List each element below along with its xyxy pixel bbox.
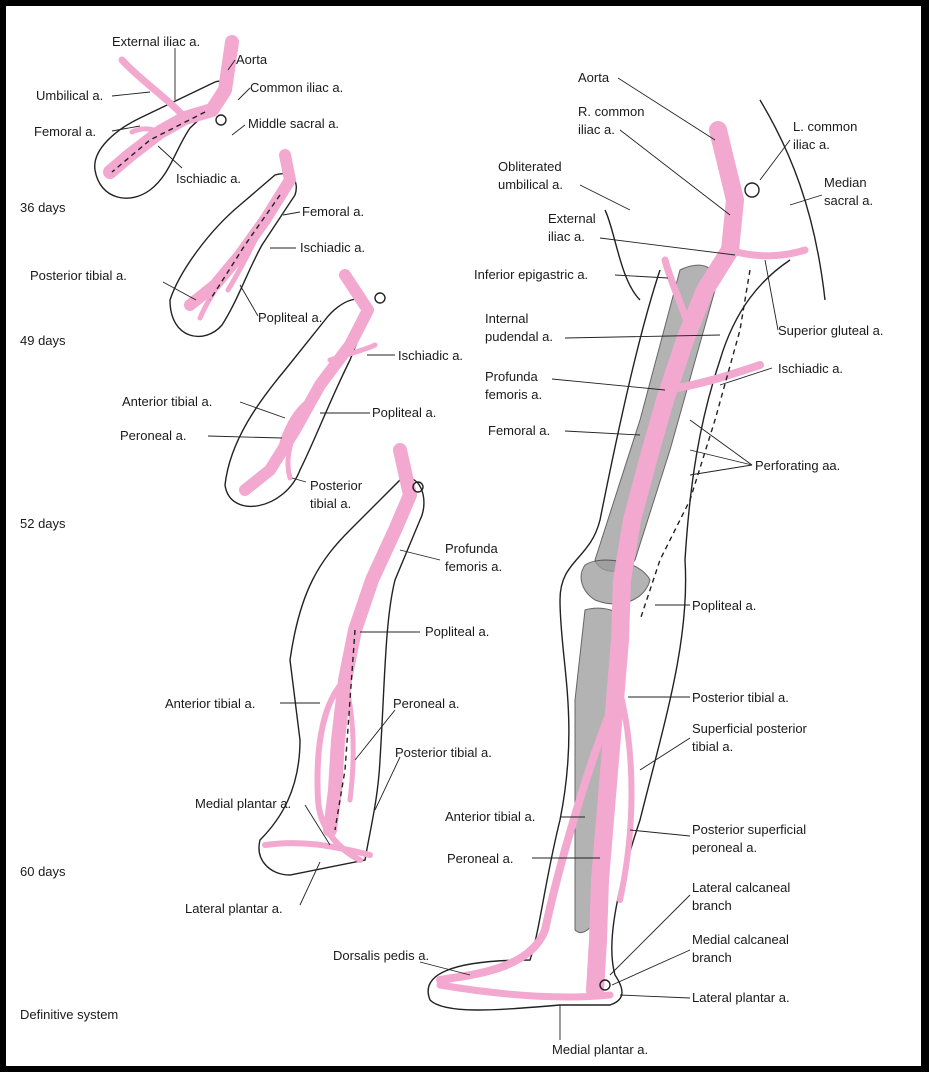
figure-panel: 36 days 49 days 52 days 60 days Definiti… [6,6,921,1066]
label-52-peroneal: Peroneal a. [120,428,187,443]
label-36-femoral: Femoral a. [34,124,96,139]
label-def-obliterated-umbilical-l1: Obliterated [498,159,562,174]
label-60-medial-plantar: Medial plantar a. [195,796,291,811]
label-def-l-common-iliac-l2: iliac a. [793,137,830,152]
label-def-obliterated-umbilical-l2: umbilical a. [498,177,563,192]
label-def-ischiadic: Ischiadic a. [778,361,843,376]
label-def-perforating: Perforating aa. [755,458,840,473]
label-def-external-iliac-l2: iliac a. [548,229,585,244]
label-def-superficial-posterior-tibial-l1: Superficial posterior [692,721,808,736]
label-def-medial-calcaneal-l1: Medial calcaneal [692,932,789,947]
stage-label-52-days: 52 days [20,516,66,531]
label-def-internal-pudendal-l2: pudendal a. [485,329,553,344]
label-def-external-iliac-l1: External [548,211,596,226]
artery-36-umbilical [122,60,185,118]
stage-label-60-days: 60 days [20,864,66,879]
label-36-external-iliac: External iliac a. [112,34,200,49]
stage-label-36-days: 36 days [20,200,66,215]
label-def-femoral: Femoral a. [488,423,550,438]
label-52-ischiadic: Ischiadic a. [398,348,463,363]
stage-60-days-drawing [259,450,424,875]
artery-60-plantar [265,843,370,855]
label-def-dorsalis-pedis: Dorsalis pedis a. [333,948,429,963]
label-36-common-iliac: Common iliac a. [250,80,343,95]
label-def-profunda-l1: Profunda [485,369,539,384]
label-60-peroneal: Peroneal a. [393,696,460,711]
label-60-lateral-plantar: Lateral plantar a. [185,901,283,916]
label-52-popliteal: Popliteal a. [372,405,436,420]
limb-artery-diagram: 36 days 49 days 52 days 60 days Definiti… [6,6,921,1066]
label-def-l-common-iliac-l1: L. common [793,119,857,134]
label-49-ischiadic: Ischiadic a. [300,240,365,255]
sacral-vessel-36 [216,115,226,125]
label-def-internal-pudendal-l1: Internal [485,311,528,326]
label-def-superficial-posterior-tibial-l2: tibial a. [692,739,733,754]
label-def-superior-gluteal: Superior gluteal a. [778,323,884,338]
label-def-lateral-calcaneal-l1: Lateral calcaneal [692,880,790,895]
label-def-median-sacral-l2: sacral a. [824,193,873,208]
label-49-posterior-tibial: Posterior tibial a. [30,268,127,283]
label-def-r-common-iliac-l2: iliac a. [578,122,615,137]
label-def-posterior-superficial-peroneal-l2: peroneal a. [692,840,757,855]
label-60-profunda-l1: Profunda [445,541,499,556]
def-vessel-ring [745,183,759,197]
label-def-medial-plantar: Medial plantar a. [552,1042,648,1057]
label-36-ischiadic: Ischiadic a. [176,171,241,186]
limb-bud-52-outline [225,299,370,506]
label-def-posterior-tibial: Posterior tibial a. [692,690,789,705]
label-def-profunda-l2: femoris a. [485,387,542,402]
label-def-lateral-calcaneal-l2: branch [692,898,732,913]
artery-36-femoral [132,129,160,132]
label-def-lateral-plantar: Lateral plantar a. [692,990,790,1005]
label-60-popliteal: Popliteal a. [425,624,489,639]
def-body-line-1 [605,210,640,300]
label-49-popliteal: Popliteal a. [258,310,322,325]
def-plantar-artery [440,985,610,997]
label-60-profunda-l2: femoris a. [445,559,502,574]
label-36-middle-sacral: Middle sacral a. [248,116,339,131]
label-def-posterior-superficial-peroneal-l1: Posterior superficial [692,822,806,837]
stage-label-definitive: Definitive system [20,1007,118,1022]
label-36-umbilical: Umbilical a. [36,88,103,103]
label-36-aorta: Aorta [236,52,268,67]
label-def-popliteal: Popliteal a. [692,598,756,613]
label-52-posterior-tibial-l1: Posterior [310,478,363,493]
def-peroneal-artery [620,700,632,900]
label-def-median-sacral-l1: Median [824,175,867,190]
label-def-anterior-tibial: Anterior tibial a. [445,809,535,824]
vessel-ring-52 [375,293,385,303]
label-def-r-common-iliac-l1: R. common [578,104,644,119]
label-52-anterior-tibial: Anterior tibial a. [122,394,212,409]
def-gluteal-artery [730,250,805,256]
label-def-medial-calcaneal-l2: branch [692,950,732,965]
label-60-anterior-tibial: Anterior tibial a. [165,696,255,711]
stage-label-49-days: 49 days [20,333,66,348]
label-def-aorta: Aorta [578,70,610,85]
label-60-posterior-tibial: Posterior tibial a. [395,745,492,760]
label-49-femoral: Femoral a. [302,204,364,219]
label-def-inferior-epigastric: Inferior epigastric a. [474,267,588,282]
label-def-peroneal: Peroneal a. [447,851,514,866]
label-52-posterior-tibial-l2: tibial a. [310,496,351,511]
